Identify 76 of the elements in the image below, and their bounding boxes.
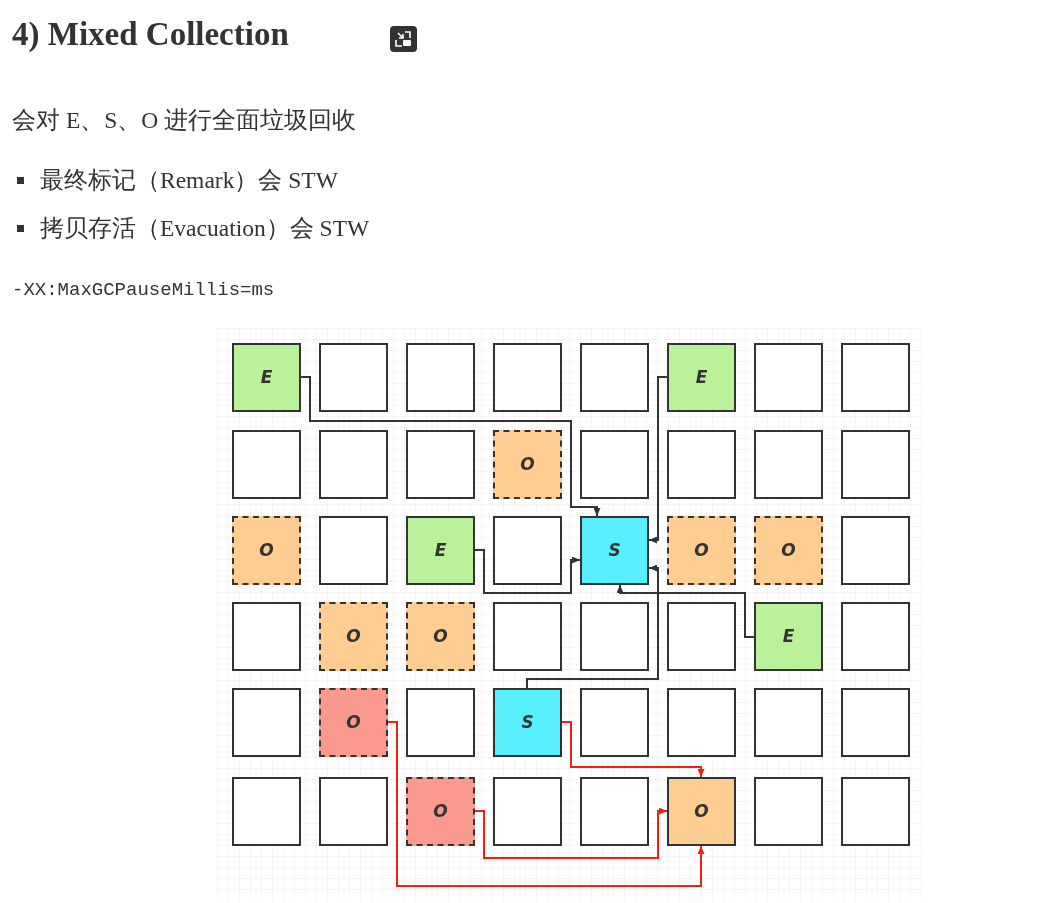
region-box: [841, 777, 910, 846]
arrow: [474, 549, 581, 594]
region-label: E: [782, 628, 795, 645]
region-box: [406, 343, 475, 412]
region-box: [319, 343, 388, 412]
region-box: [232, 777, 301, 846]
region-box: [319, 516, 388, 585]
region-label: E: [695, 369, 708, 386]
region-box: [232, 343, 301, 412]
region-box: [493, 516, 562, 585]
region-box: [319, 777, 388, 846]
arrow: [387, 721, 705, 887]
region-box: [232, 688, 301, 757]
region-box: [232, 430, 301, 499]
region-label: O: [433, 803, 448, 820]
list-item-text: 拷贝存活（Evacuation）会 STW: [40, 214, 370, 243]
region-label: E: [434, 542, 447, 559]
region-box: [319, 688, 388, 757]
region-box: [580, 516, 649, 585]
region-label: O: [520, 456, 535, 473]
region-box: [493, 343, 562, 412]
arrow: [561, 721, 705, 778]
region-box: [841, 516, 910, 585]
region-box: [841, 430, 910, 499]
arrow: [526, 564, 659, 689]
region-box: [580, 430, 649, 499]
region-box: [406, 430, 475, 499]
region-label: E: [260, 369, 273, 386]
region-box: [580, 602, 649, 671]
region-label: O: [781, 542, 796, 559]
region-box: [667, 343, 736, 412]
region-box: [667, 602, 736, 671]
region-box: [754, 430, 823, 499]
region-label: O: [346, 628, 361, 645]
arrow: [648, 376, 668, 544]
region-box: [493, 602, 562, 671]
heading: 4) Mixed Collection: [12, 15, 289, 53]
list-item-text: 最终标记（Remark）会 STW: [40, 166, 338, 195]
region-box: [580, 343, 649, 412]
region-box: [754, 343, 823, 412]
region-box: [406, 516, 475, 585]
region-box: [493, 777, 562, 846]
region-label: O: [433, 628, 448, 645]
region-box: [406, 777, 475, 846]
region-box: [667, 777, 736, 846]
arrow: [474, 807, 668, 859]
region-box: [232, 602, 301, 671]
region-box: [754, 602, 823, 671]
region-box: [754, 688, 823, 757]
region-box: [841, 688, 910, 757]
region-label: O: [259, 542, 274, 559]
region-box: [754, 777, 823, 846]
region-label: O: [694, 542, 709, 559]
region-box: [493, 688, 562, 757]
region-box: [667, 516, 736, 585]
region-box: [841, 602, 910, 671]
arrow: [300, 376, 601, 517]
region-box: [754, 516, 823, 585]
region-label: O: [694, 803, 709, 820]
region-box: [319, 430, 388, 499]
region-box: [406, 602, 475, 671]
region-label: S: [608, 542, 621, 559]
region-box: [580, 688, 649, 757]
region-box: [319, 602, 388, 671]
region-box: [667, 430, 736, 499]
region-label: O: [346, 714, 361, 731]
region-box: [406, 688, 475, 757]
region-box: [841, 343, 910, 412]
code-snippet: -XX:MaxGCPauseMillis=ms: [12, 278, 275, 302]
paragraph: 会对 E、S、O 进行全面垃圾回收: [12, 106, 357, 135]
region-box: [493, 430, 562, 499]
region-box: [580, 777, 649, 846]
arrow: [616, 584, 755, 638]
region-box: [667, 688, 736, 757]
region-box: [232, 516, 301, 585]
region-label: S: [521, 714, 534, 731]
